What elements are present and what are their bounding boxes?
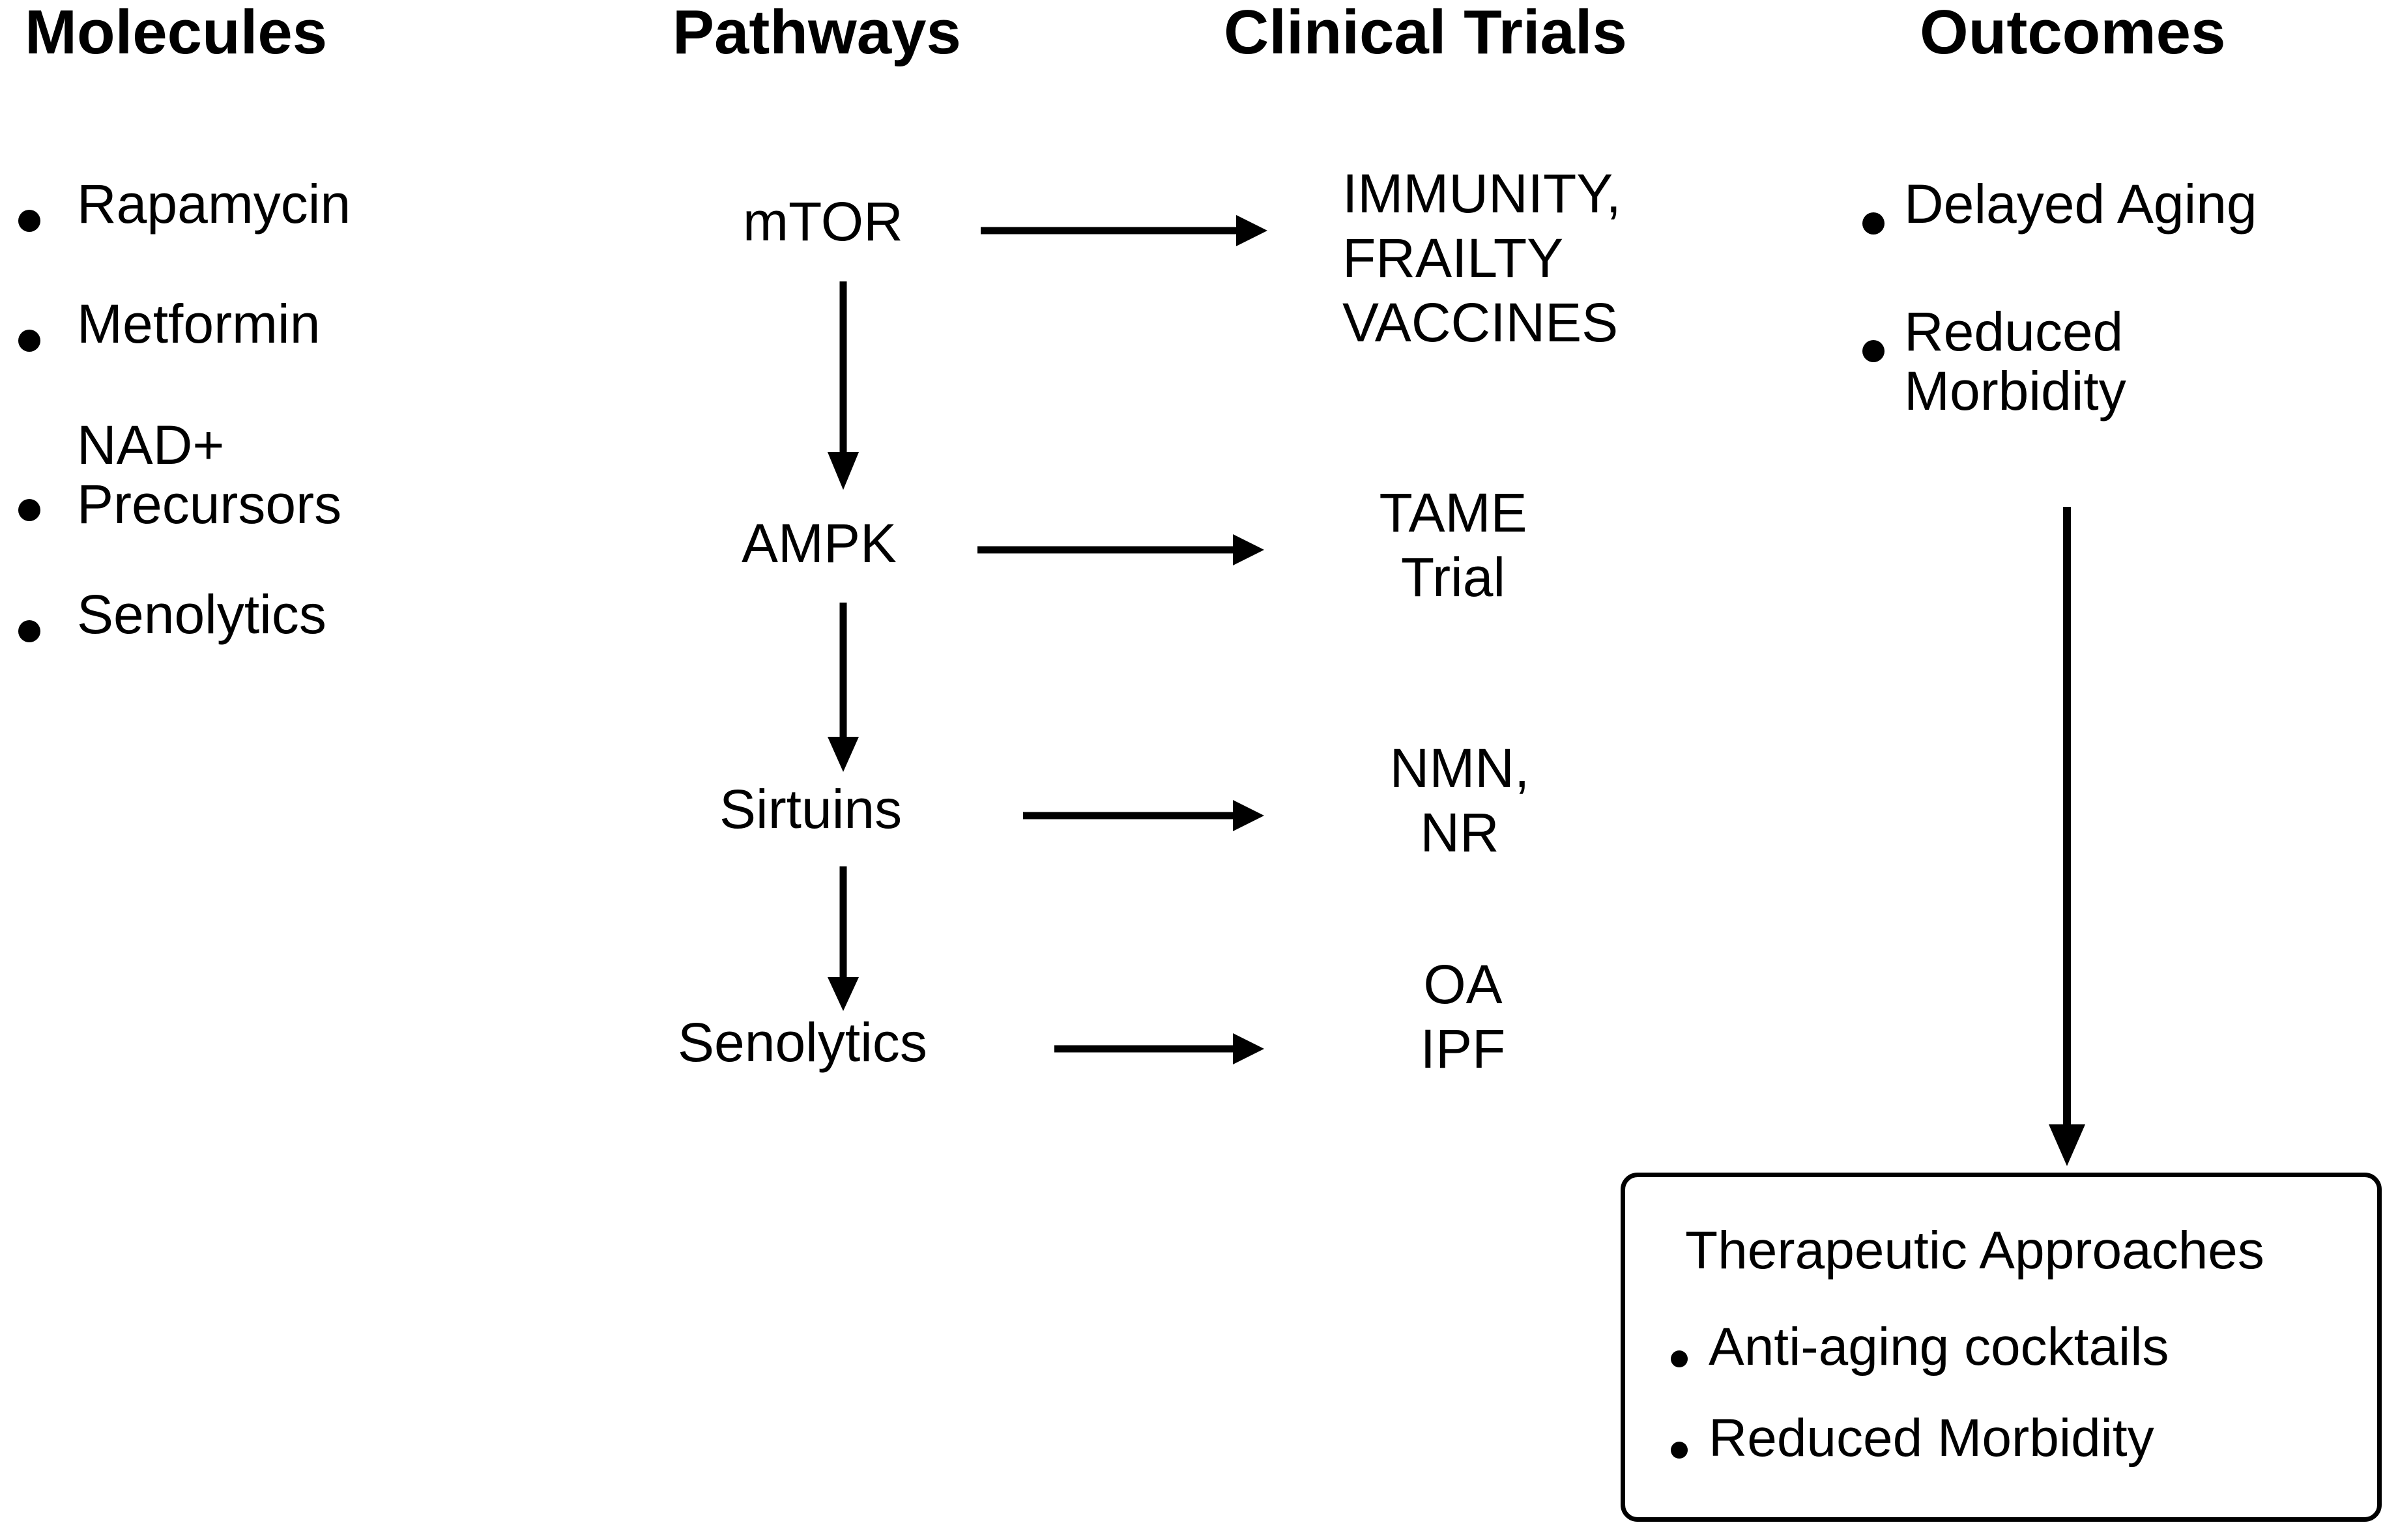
arrow-ampk-to-sirtuins <box>828 603 859 772</box>
bullet-icon <box>18 210 40 232</box>
list-item: Reduced Morbidity <box>1662 1410 2352 1502</box>
molecule-label: Metformin <box>77 293 321 354</box>
list-item: Delayed Aging <box>1851 175 2398 302</box>
bullet-icon <box>18 330 40 352</box>
pathway-node-sirtuins: Sirtuins <box>719 778 903 840</box>
pathway-node-ampk: AMPK <box>742 513 897 574</box>
column-header-pathways: Pathways <box>672 0 961 67</box>
arrow-sirtuins-to-senolytics <box>828 866 859 1011</box>
column-header-molecules: Molecules <box>25 0 328 67</box>
therapeutic-box-title: Therapeutic Approaches <box>1685 1221 2264 1280</box>
trial-entry-immunity: IMMUNITY, FRAILTY VACCINES <box>1342 163 1621 354</box>
pathway-node-senolytics: Senolytics <box>678 1012 927 1073</box>
bullet-icon <box>18 499 40 521</box>
list-item: Senolytics <box>0 585 586 689</box>
list-item: Rapamycin <box>0 175 586 294</box>
therapeutic-approaches-box: Therapeutic Approaches Anti-aging cockta… <box>1621 1173 2382 1522</box>
arrow-senolytics-to-oa-ipf <box>1054 1033 1264 1064</box>
trial-entry-nmn-nr: NMN, NR <box>1389 737 1530 864</box>
bullet-icon <box>1862 212 1885 235</box>
bullet-icon <box>1862 340 1885 362</box>
list-item: Reduced Morbidity <box>1851 302 2398 472</box>
list-item: Anti-aging cocktails <box>1662 1319 2352 1410</box>
molecule-label: Rapamycin <box>77 173 351 235</box>
column-header-outcomes: Outcomes <box>1920 0 2226 67</box>
therapeutic-item-label: Reduced Morbidity <box>1709 1408 2154 1468</box>
arrow-mtor-to-immunity <box>981 215 1267 246</box>
molecules-list: Rapamycin Metformin NAD+ Precursors Seno… <box>0 175 586 689</box>
arrow-ampk-to-tame <box>977 534 1264 565</box>
arrow-outcomes-to-therapeutic-box <box>2049 507 2085 1166</box>
arrow-sirtuins-to-nmn <box>1023 800 1264 831</box>
therapeutic-item-label: Anti-aging cocktails <box>1709 1317 2169 1376</box>
bullet-icon <box>1671 1442 1688 1459</box>
outcomes-list: Delayed Aging Reduced Morbidity <box>1851 175 2398 472</box>
outcome-label: Reduced Morbidity <box>1904 301 2126 421</box>
arrow-mtor-to-ampk <box>828 281 859 490</box>
list-item: NAD+ Precursors <box>0 416 586 585</box>
molecule-label: Senolytics <box>77 584 326 645</box>
column-header-clinical-trials: Clinical Trials <box>1224 0 1627 67</box>
bullet-icon <box>18 620 40 642</box>
therapeutic-box-list: Anti-aging cocktails Reduced Morbidity <box>1662 1319 2352 1502</box>
pathway-node-mtor: mTOR <box>743 191 903 252</box>
bullet-icon <box>1671 1350 1688 1367</box>
outcome-label: Delayed Aging <box>1904 173 2257 235</box>
list-item: Metformin <box>0 294 586 416</box>
trial-entry-tame: TAME Trial <box>1379 482 1527 608</box>
molecule-label: NAD+ Precursors <box>77 414 342 535</box>
trial-entry-oa-ipf: OA IPF <box>1420 954 1506 1080</box>
